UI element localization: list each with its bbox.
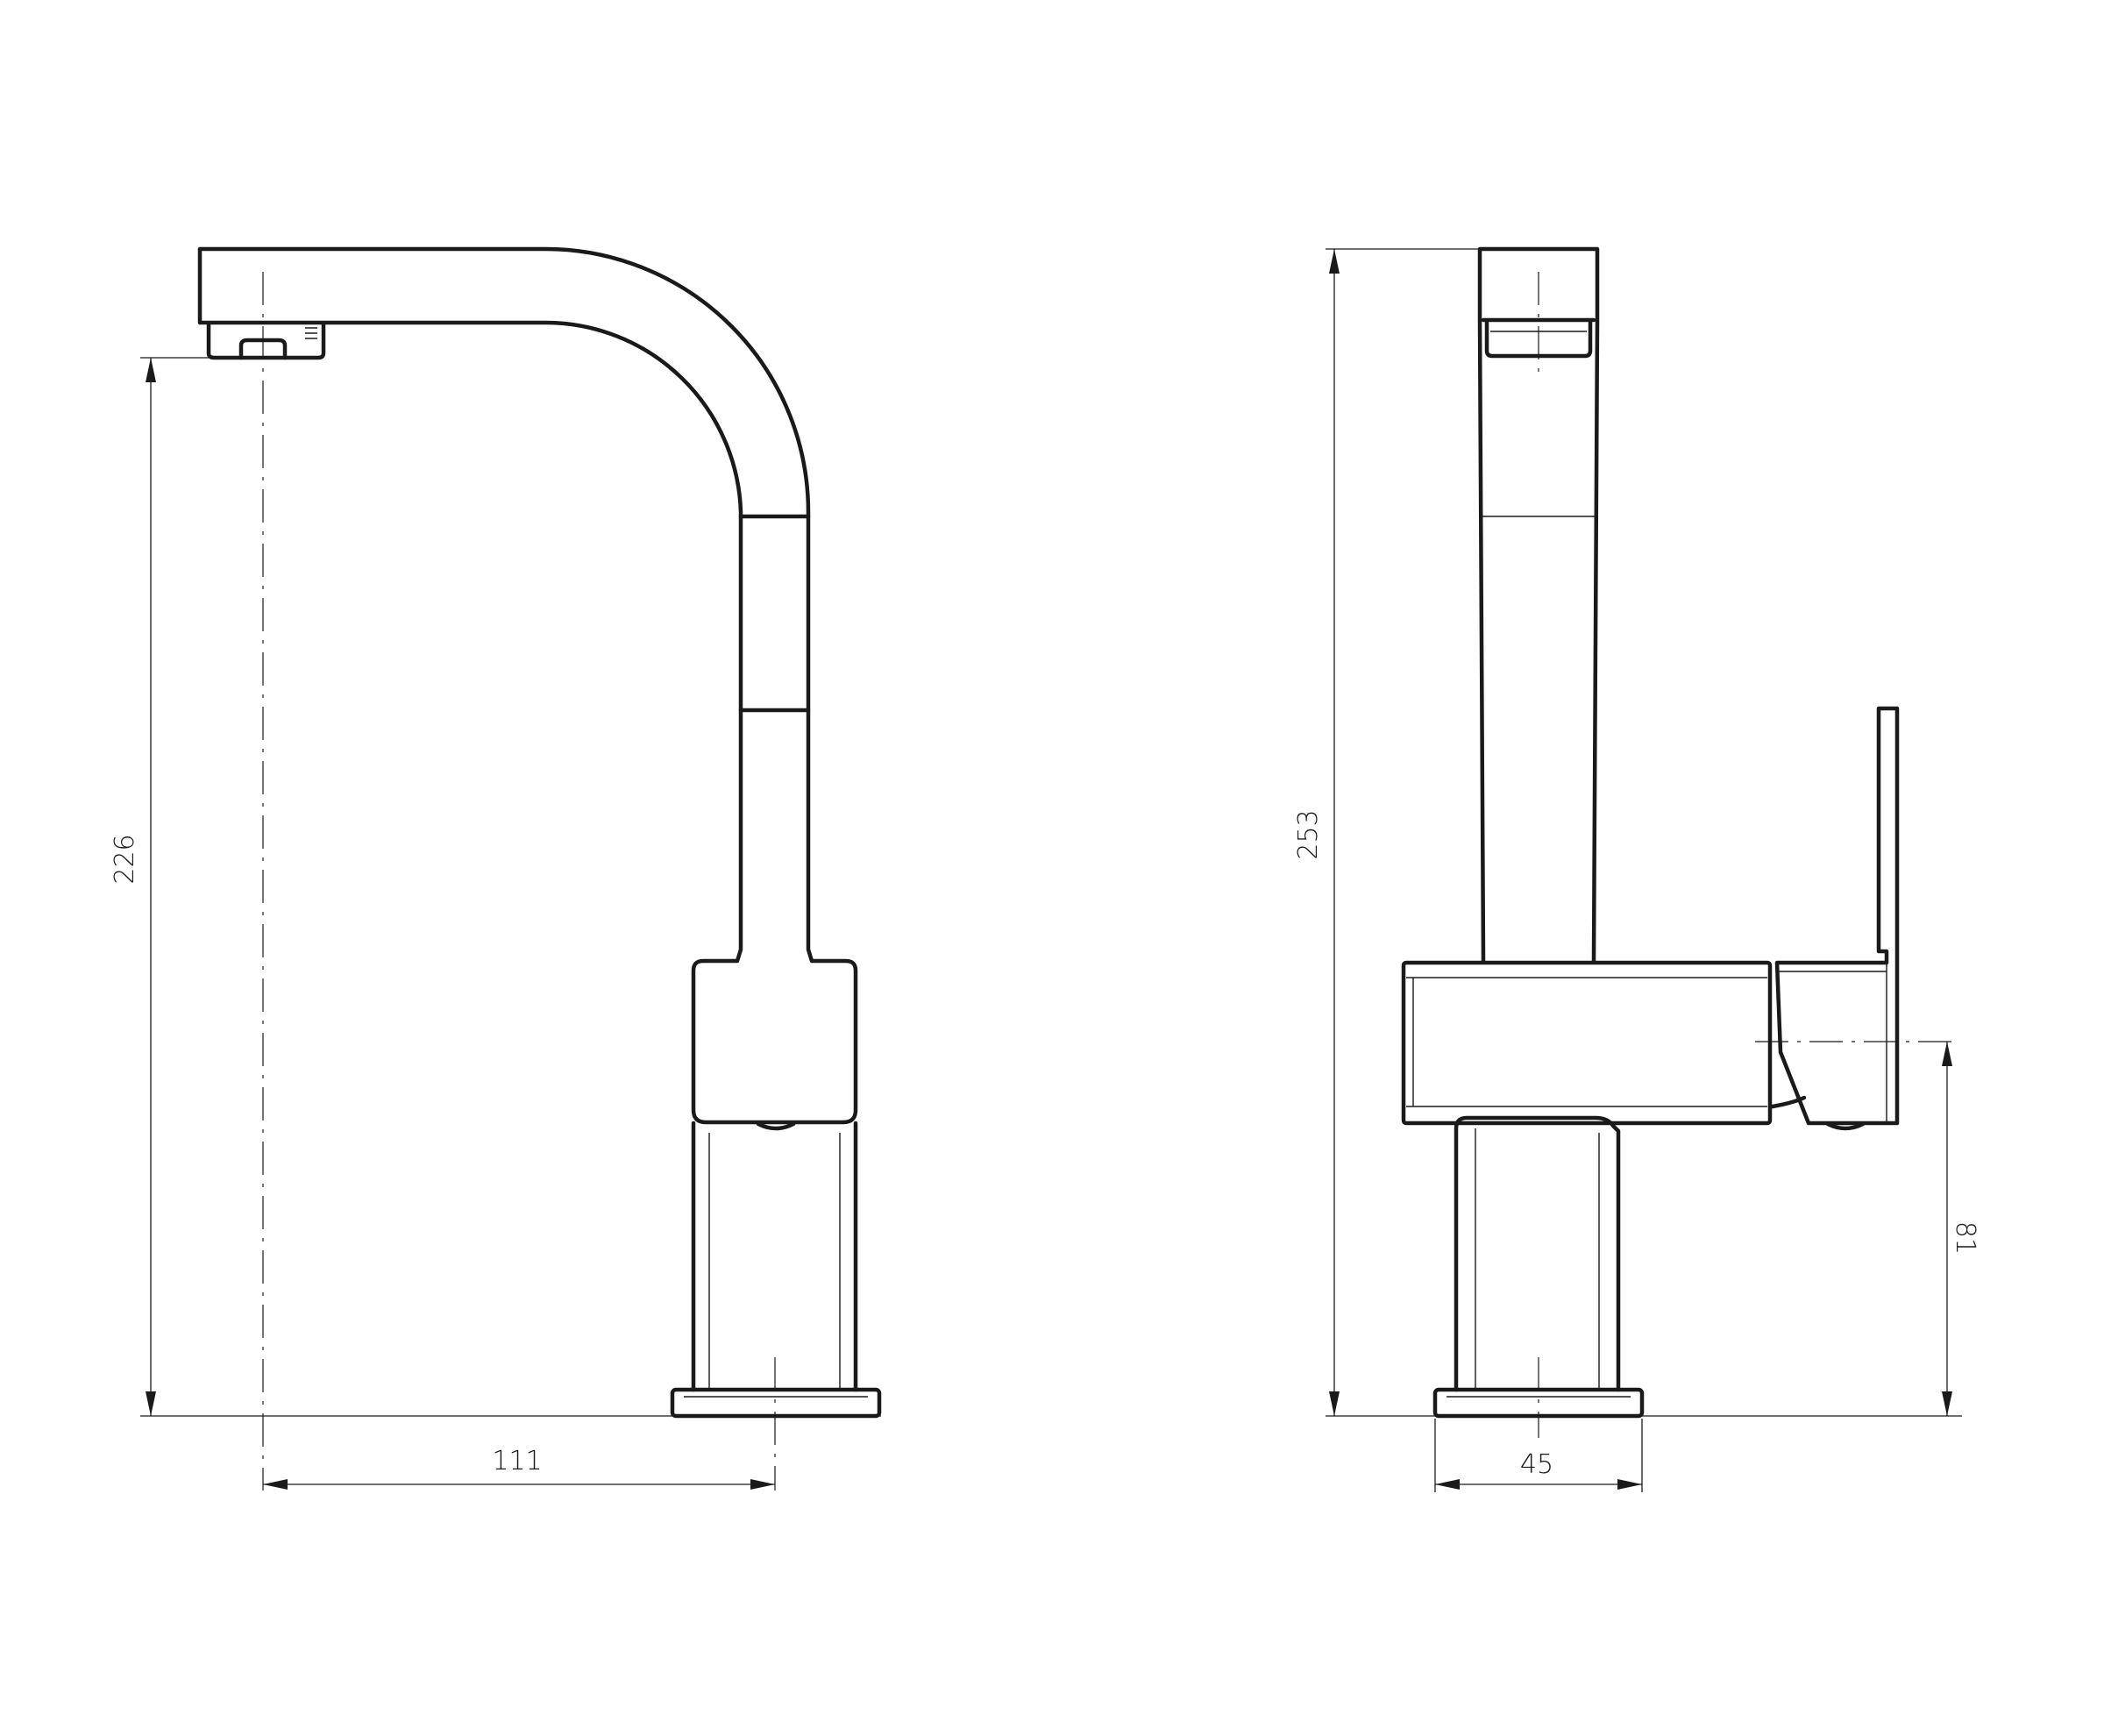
front-dimensions: 226 111 (110, 357, 881, 1490)
side-lever-pivot (1770, 1095, 1807, 1109)
front-height-arrow-bottom (146, 1391, 156, 1416)
front-body-bottom-arc (756, 1121, 796, 1131)
front-spout (197, 246, 858, 1125)
side-view-faucet (1401, 246, 1957, 1438)
front-base-plate (670, 1387, 882, 1419)
front-height-arrow-top (146, 358, 156, 382)
side-lever-bottom-arc (1825, 1121, 1866, 1131)
lever-height-arrow-bottom (1942, 1391, 1952, 1416)
base-width-arrow-left (1435, 1479, 1460, 1490)
front-reach-label: 111 (492, 1446, 542, 1476)
side-spout (1477, 246, 1600, 964)
front-aerator-detail (305, 327, 317, 339)
side-lever (1774, 706, 1900, 1126)
side-height-arrow-bottom (1329, 1391, 1340, 1416)
side-body-block (1401, 960, 1773, 1126)
side-dimensions: 253 81 45 (1293, 248, 1980, 1492)
side-height-arrow-top (1329, 249, 1340, 274)
front-reach-arrow-left (263, 1479, 288, 1490)
front-view-faucet (197, 246, 882, 1491)
front-reach-arrow-right (750, 1479, 775, 1490)
side-body-stem (1454, 1115, 1621, 1392)
front-body-stem (691, 1121, 858, 1392)
lever-height-label: 81 (1950, 1221, 1980, 1255)
front-height-label: 226 (110, 834, 140, 884)
lever-height-arrow-top (1942, 1042, 1952, 1066)
front-aerator (206, 322, 326, 360)
base-width-label: 45 (1520, 1449, 1553, 1480)
base-width-arrow-right (1617, 1479, 1642, 1490)
side-height-label: 253 (1293, 809, 1324, 859)
